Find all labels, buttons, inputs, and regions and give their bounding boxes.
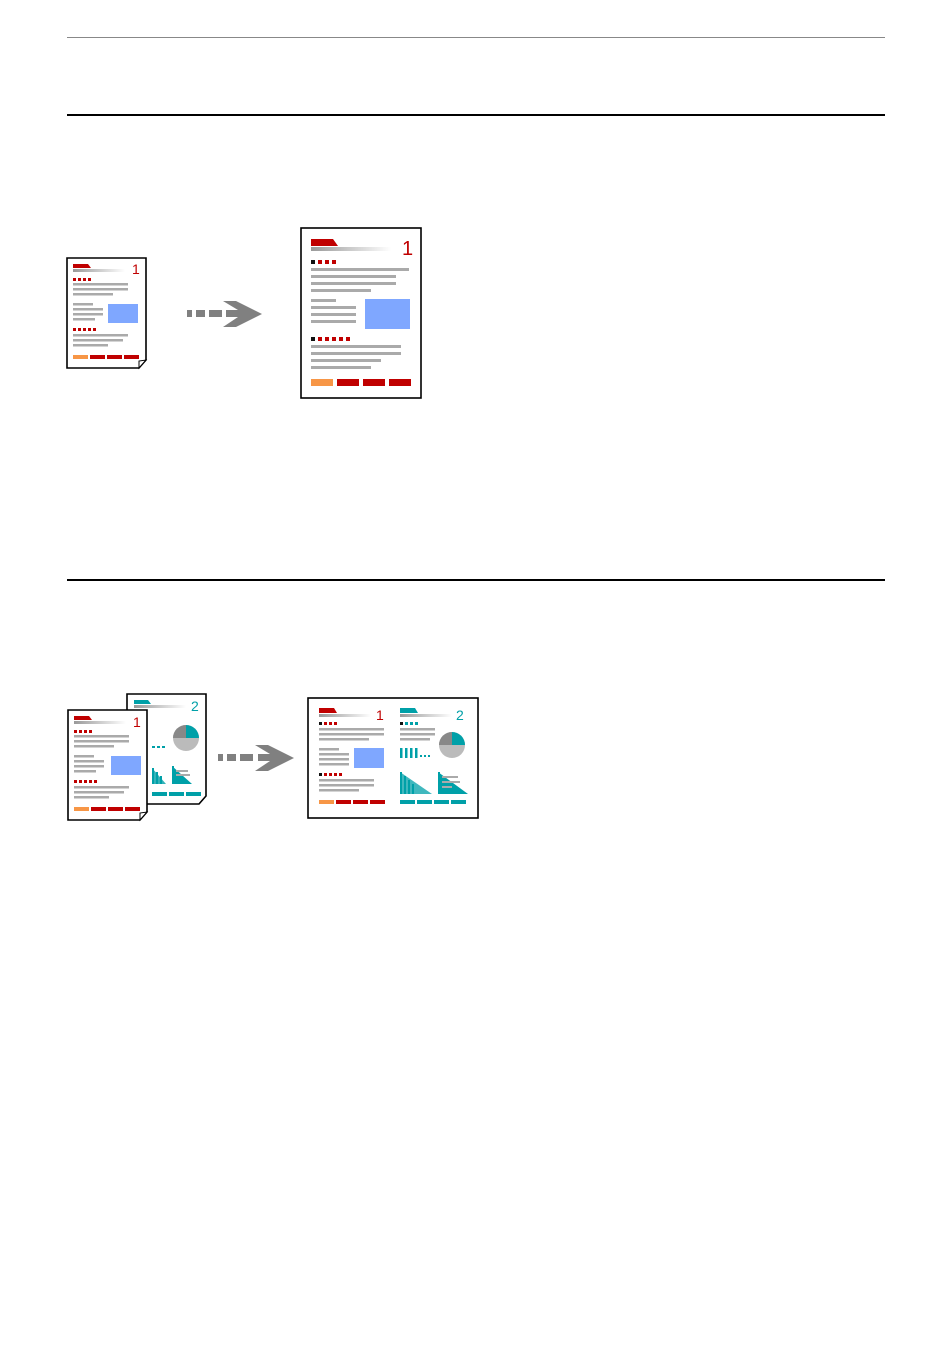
source-page: 1 (67, 258, 146, 368)
result-page-2-number: 2 (456, 707, 464, 723)
source-page-number: 1 (132, 261, 140, 277)
arrow-icon (218, 745, 294, 771)
section-1-rule (67, 114, 885, 116)
result-sheet: 1 2 (308, 698, 478, 818)
source-page-1: 1 (68, 710, 147, 820)
result-page: 1 (301, 228, 421, 398)
2-up-copy-illustration: 2 1 (60, 688, 485, 828)
arrow-icon (187, 301, 262, 327)
source-page-2-number: 2 (191, 698, 199, 714)
source-page-1-number: 1 (133, 714, 141, 730)
section-2-rule (67, 579, 885, 581)
result-page-1-number: 1 (376, 707, 384, 723)
header-rule (67, 37, 885, 38)
result-page-number: 1 (402, 238, 413, 260)
enlarge-copy-illustration: 1 1 (60, 222, 430, 404)
